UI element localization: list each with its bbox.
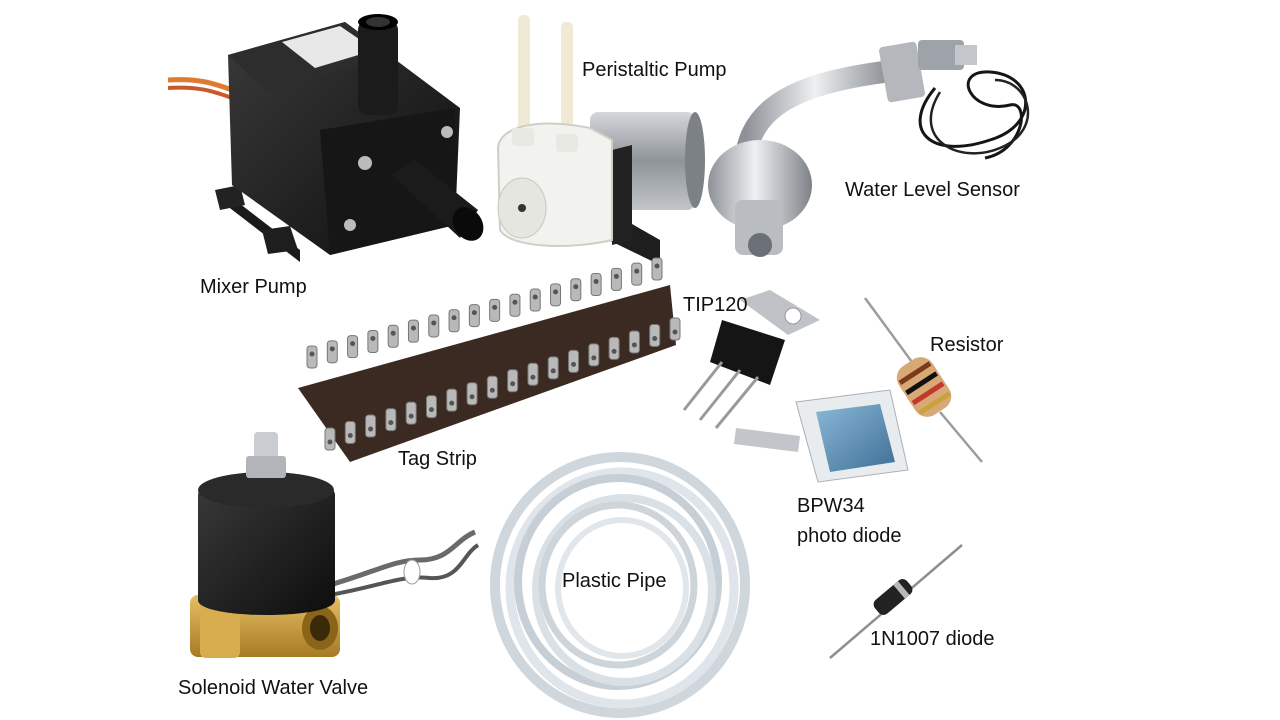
tag-strip-lugs <box>306 257 681 451</box>
1n1007-diode-image <box>829 544 963 659</box>
tag-strip-lug-hole <box>309 351 315 357</box>
tag-strip-lug-hole <box>631 342 637 348</box>
tag-strip-lug-hole <box>593 279 599 285</box>
tag-strip-lug-hole <box>652 335 658 341</box>
tip120-image <box>682 290 820 429</box>
tag-strip-lug <box>347 335 359 359</box>
plastic-pipe-image <box>490 452 750 718</box>
tag-strip-lug-hole <box>428 407 434 413</box>
tag-strip-label: Tag Strip <box>398 448 477 470</box>
water-level-sensor-label: Water Level Sensor <box>845 179 1020 201</box>
tag-strip-lug <box>407 319 419 343</box>
tag-strip-lug <box>486 375 498 399</box>
tag-strip-lug-hole <box>471 310 477 316</box>
resistor-image <box>863 297 983 463</box>
tag-strip-lug-hole <box>388 420 394 426</box>
tag-strip-lug-hole <box>634 268 640 274</box>
tag-strip-lug <box>306 345 318 369</box>
tag-strip-lug <box>610 267 622 291</box>
tag-strip-lug-hole <box>672 329 678 335</box>
tag-strip-lug-hole <box>431 320 437 326</box>
tag-strip-lug <box>570 278 582 302</box>
tag-strip-lug <box>405 401 417 425</box>
tag-strip-lug-hole <box>492 304 498 310</box>
tag-strip-lug <box>550 283 562 307</box>
mixer-pump-label: Mixer Pump <box>200 276 307 298</box>
peristaltic-pump-image <box>496 15 705 265</box>
tag-strip-lug-hole <box>449 400 455 406</box>
tag-strip-lug-hole <box>654 263 660 269</box>
tip120-label: TIP120 <box>683 294 748 316</box>
tag-strip-lug-hole <box>611 348 617 354</box>
tag-strip-lug <box>489 298 501 322</box>
tag-strip-lug-hole <box>451 315 457 321</box>
tag-strip-lug <box>326 340 338 364</box>
solenoid-valve-image <box>190 432 480 658</box>
tag-strip-lug-hole <box>347 433 353 439</box>
tag-strip-lug-hole <box>469 394 475 400</box>
tag-strip-lug <box>448 309 460 333</box>
tag-strip-lug-hole <box>530 374 536 380</box>
tag-strip-lug <box>527 362 539 386</box>
tag-strip-lug-hole <box>613 273 619 279</box>
mixer-pump-image <box>167 14 484 262</box>
tag-strip-lug-hole <box>368 426 374 432</box>
tag-strip-lug <box>547 356 559 380</box>
tag-strip-lug <box>385 408 397 432</box>
tag-strip-lug <box>651 257 663 281</box>
solenoid-valve-label: Solenoid Water Valve <box>178 677 369 699</box>
tag-strip-lug <box>365 414 377 438</box>
tag-strip-lug <box>428 314 440 338</box>
tag-strip-lug <box>649 323 661 347</box>
tag-strip-lug <box>425 395 437 419</box>
tag-strip-lug-hole <box>408 413 414 419</box>
tag-strip-lug <box>507 369 519 393</box>
tag-strip-lug-hole <box>489 387 495 393</box>
tag-strip-lug-hole <box>512 299 518 305</box>
tag-strip-lug <box>387 324 399 348</box>
1n1007-diode-label: 1N1007 diode <box>870 628 995 650</box>
tag-strip-lug <box>529 288 541 312</box>
tag-strip-lug <box>509 293 521 317</box>
bpw34-label-line1: BPW34 <box>797 495 865 517</box>
tag-strip-lug-hole <box>553 289 559 295</box>
bpw34-label-line2: photo diode <box>797 525 902 547</box>
tag-strip-lug <box>466 382 478 406</box>
tag-strip-lug <box>344 421 356 445</box>
tag-strip-image <box>298 257 681 462</box>
tag-strip-lug-hole <box>327 439 333 445</box>
bpw34-photodiode-image <box>734 389 909 483</box>
bpw34-label: BPW34 photo diode <box>797 491 902 551</box>
tag-strip-lug-hole <box>410 325 416 331</box>
plastic-pipe-label: Plastic Pipe <box>562 570 667 592</box>
tag-strip-lug-hole <box>532 294 538 300</box>
tag-strip-lug <box>324 427 336 451</box>
tag-strip-lug-hole <box>390 330 396 336</box>
tag-strip-lug <box>588 343 600 367</box>
tag-strip-lug-hole <box>510 381 516 387</box>
peristaltic-pump-label: Peristaltic Pump <box>582 59 727 81</box>
tag-strip-lug <box>568 349 580 373</box>
tag-strip-lug-hole <box>571 361 577 367</box>
tag-strip-lug-hole <box>591 355 597 361</box>
tag-strip-lug <box>446 388 458 412</box>
tag-strip-lug-hole <box>550 368 556 374</box>
tag-strip-lug-hole <box>329 346 335 352</box>
tag-strip-lug <box>468 304 480 328</box>
tag-strip-lug-hole <box>573 284 579 290</box>
tag-strip-lug <box>631 262 643 286</box>
water-level-sensor-image <box>708 40 1030 257</box>
tag-strip-lug <box>367 329 379 353</box>
tag-strip-lug <box>608 336 620 360</box>
tag-strip-lug <box>590 273 602 297</box>
tag-strip-lug-hole <box>350 341 356 347</box>
tag-strip-lug <box>628 330 640 354</box>
tag-strip-lug <box>669 317 681 341</box>
tag-strip-lug-hole <box>370 335 376 341</box>
resistor-label: Resistor <box>930 334 1004 356</box>
